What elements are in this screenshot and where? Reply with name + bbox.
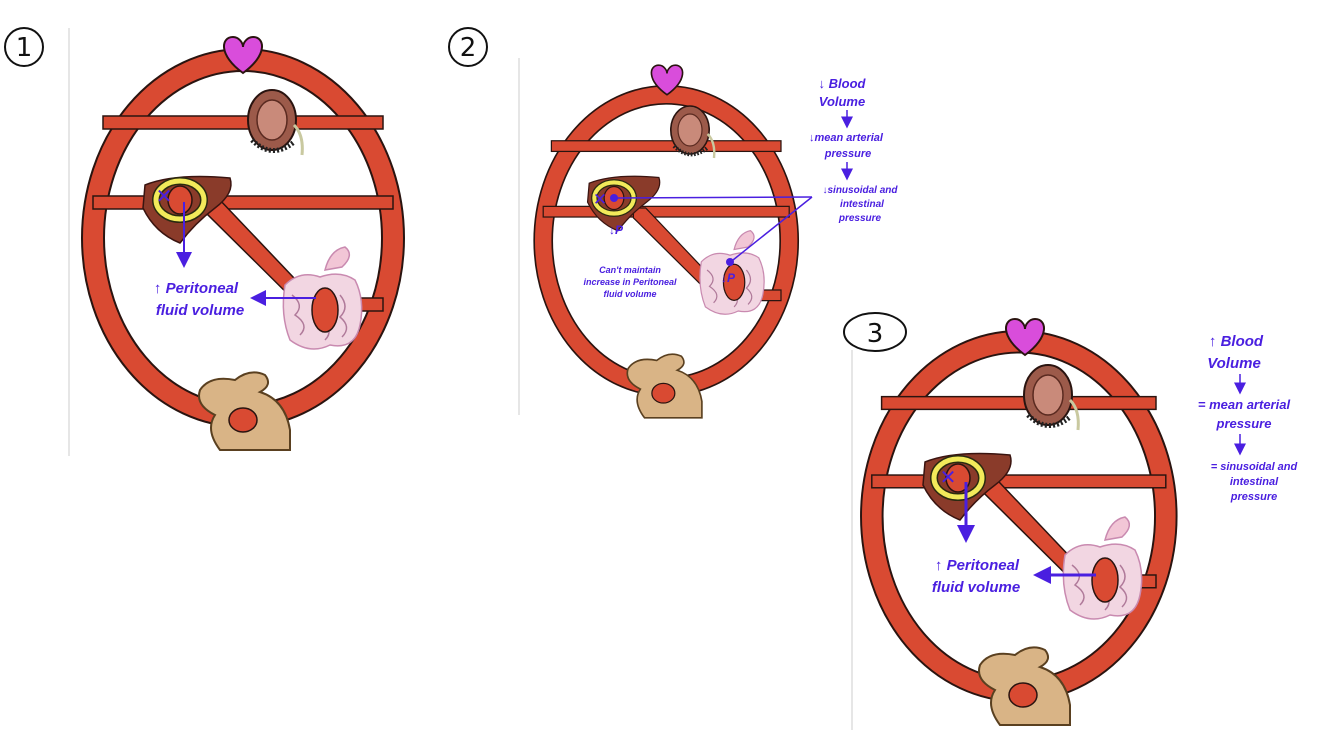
panel2-liver-pressure: ↓P	[609, 223, 624, 237]
panel2-cascade-2b: pressure	[824, 148, 871, 160]
panel2-cascade-3b: intestinal	[840, 199, 884, 210]
panel2-cascade-3a: ↓sinusoidal and	[822, 185, 898, 196]
panel2-cascade-1a: ↓ Blood	[819, 76, 867, 91]
panel2-cascade-1b: Volume	[819, 94, 865, 109]
panel1-muscle-icon	[198, 371, 291, 451]
panel1-obstruction-x-icon: ✕	[156, 186, 173, 208]
panel3-cascade-3c: pressure	[1230, 491, 1277, 503]
panel2-number-circle	[448, 27, 488, 67]
panel2-note-line3: fluid volume	[603, 289, 656, 299]
panel3-number: 3	[867, 319, 884, 349]
panel3-fluid-label: ↑ Peritoneal	[935, 557, 1020, 574]
panel1-fluid-label-line2: fluid volume	[156, 302, 244, 319]
panel3-cascade-1b: Volume	[1207, 355, 1261, 372]
panel3-cascade-2b: pressure	[1216, 416, 1272, 431]
panel2-gut-pressure: ↓P	[721, 271, 736, 285]
panel1-kidney-icon	[248, 90, 302, 155]
panel3-number-circle	[843, 312, 907, 352]
panel3-obstruction-x-icon: ✕	[940, 467, 957, 489]
panel2-note-line2: increase in Peritoneal	[583, 277, 677, 287]
panel3-cascade-2a: = mean arterial	[1198, 397, 1291, 412]
panel2-pointer-gut	[732, 196, 813, 261]
panel3-cascade-3a: = sinusoidal and	[1211, 461, 1298, 473]
panel2: 2 ✕ ↓P ↓P Can't maintain increase in Per…	[448, 27, 898, 419]
panel3-intestine-icon	[1062, 516, 1143, 620]
panel3-kidney-icon	[1024, 365, 1078, 430]
panel1-number-circle	[4, 27, 44, 67]
panel2-liver-point	[610, 194, 618, 202]
panel3: 3 ✕ ↑ Peritoneal fluid volume ↑ Blood Vo…	[843, 312, 1298, 726]
panel2-note-line1: Can't maintain	[599, 265, 661, 275]
panel1-fluid-label: ↑ Peritoneal	[154, 280, 239, 297]
panel2-cascade-3c: pressure	[838, 213, 882, 224]
panel2-pointer-liver	[616, 196, 813, 199]
panel3-cascade-1a: ↑ Blood	[1209, 333, 1264, 350]
panel2-number: 2	[460, 33, 477, 63]
panel2-cascade-2a: ↓mean arterial	[809, 132, 884, 144]
panel2-gut-point	[726, 258, 734, 266]
panel2-muscle-icon	[626, 353, 703, 419]
panel2-obstruction-x-icon: ✕	[593, 190, 607, 209]
panel1: 1 ✕ ↑ Peritoneal fluid volume	[4, 27, 393, 451]
panel3-muscle-icon	[978, 646, 1071, 726]
panel3-cascade-3b: intestinal	[1230, 476, 1279, 488]
panel1-number: 1	[16, 33, 33, 63]
panel3-fluid-label-line2: fluid volume	[932, 579, 1020, 596]
